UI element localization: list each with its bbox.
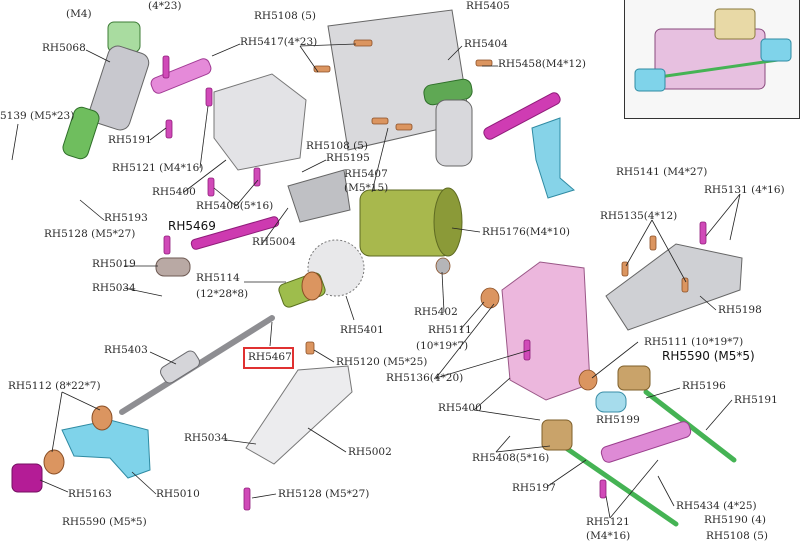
steering-knuckle-top xyxy=(531,117,576,199)
rod-green-a xyxy=(563,445,679,527)
assembled-view-drawing xyxy=(634,8,792,92)
highlight-box xyxy=(243,347,294,369)
bearing-rh5112-a xyxy=(91,405,113,431)
label-rh5408-bot: RH5408(5*16) xyxy=(472,452,550,464)
label-rh5108-bot: RH5108 (5) xyxy=(706,530,768,542)
label-rh5121-bot: RH5121 xyxy=(586,516,630,528)
label-rh5121-top: RH5121 (M4*16) xyxy=(112,162,204,174)
label-rh5404: RH5404 xyxy=(464,38,508,50)
label-rh5400-top: RH5400 xyxy=(152,186,196,198)
lower-link-arm xyxy=(600,421,692,463)
screws-orange xyxy=(305,39,689,391)
hex-hub xyxy=(11,463,43,493)
label-rh5141: RH5141 (M4*27) xyxy=(616,166,708,178)
upper-link-arm xyxy=(150,58,212,94)
label-rh5114: RH5114 xyxy=(196,272,240,284)
label-rh5590-bot: RH5590 (M5*5) xyxy=(62,516,147,528)
label-rh5019: RH5019 xyxy=(92,258,136,270)
label-rh5108-mid: RH5108 (5) xyxy=(306,140,368,152)
label-rh5195: RH5195 xyxy=(326,152,370,164)
label-rh5400-bot: RH5400 xyxy=(438,402,482,414)
label-4x23: (4*23) xyxy=(148,0,182,12)
label-rh5136: RH5136(4*20) xyxy=(386,372,464,384)
label-rh5407: RH5407 xyxy=(344,168,388,180)
label-rh5434: RH5434 (4*25) xyxy=(676,500,757,512)
label-rh5197: RH5197 xyxy=(512,482,556,494)
label-rh5034-top: RH5034 xyxy=(92,282,136,294)
label-rh5108-top: RH5108 (5) xyxy=(254,10,316,22)
shock-absorber-left xyxy=(62,21,150,160)
gearbox-housing-pink xyxy=(501,261,591,401)
label-rh5128-top: RH5128 (M5*27) xyxy=(44,228,136,240)
label-rh5004: RH5004 xyxy=(252,236,296,248)
label-rh5403: RH5403 xyxy=(104,344,148,356)
label-rh5458: RH5458(M4*12) xyxy=(498,58,587,70)
label-rh5111-left: RH5111 xyxy=(428,324,472,336)
label-rh5190: RH5190 (4) xyxy=(704,514,766,526)
label-rh5128-bot: RH5128 (M5*27) xyxy=(278,488,370,500)
label-rh5199: RH5199 xyxy=(596,414,640,426)
label-rh5176: RH5176(M4*10) xyxy=(482,226,571,238)
label-rh5191-top: RH5191 xyxy=(108,134,152,146)
label-m4: (M4) xyxy=(66,8,92,20)
rod-end xyxy=(155,257,191,277)
label-rh5163: RH5163 xyxy=(68,488,112,500)
label-rh5112: RH5112 (8*22*7) xyxy=(8,380,101,392)
bearing-rh5114 xyxy=(301,271,323,301)
rod-green-b xyxy=(643,389,737,463)
label-rh5590-right: RH5590 (M5*5) xyxy=(662,349,755,363)
label-rh5402: RH5402 xyxy=(414,306,458,318)
label-rh5114-size: (12*28*8) xyxy=(196,288,249,300)
shock-mount-bracket xyxy=(287,169,351,223)
label-rh5034-bot: RH5034 xyxy=(184,432,228,444)
part-rh5199 xyxy=(595,391,627,413)
label-rh5417: RH5417(4*23) xyxy=(240,36,318,48)
label-rh5467: RH5467 xyxy=(248,351,292,363)
lower-arm-center xyxy=(245,365,353,465)
label-rh5131: RH5131 (4*16) xyxy=(704,184,785,196)
skid-plate xyxy=(605,243,743,331)
label-rh5111-left-size: (10*19*7) xyxy=(416,340,469,352)
label-rh5401: RH5401 xyxy=(340,324,384,336)
bearing-rh5112-b xyxy=(43,449,65,475)
label-rh5198: RH5198 xyxy=(718,304,762,316)
shock-spring-center xyxy=(435,99,473,167)
label-rh5193: RH5193 xyxy=(104,212,148,224)
label-rh5407-size: (M5*15) xyxy=(344,182,389,194)
differential-end-cap xyxy=(433,187,463,257)
label-rh5191-right: RH5191 xyxy=(734,394,778,406)
label-rh5405: RH5405 xyxy=(466,0,510,12)
label-rh5408-top: RH5408(5*16) xyxy=(196,200,274,212)
spacer-rh5590 xyxy=(617,365,651,391)
drive-shaft-joint xyxy=(160,350,200,384)
label-rh5469: RH5469 xyxy=(168,219,216,233)
steering-link-top xyxy=(483,92,561,140)
label-rh5002: RH5002 xyxy=(348,446,392,458)
label-rh5068: RH5068 xyxy=(42,42,86,54)
gearbox-housing-top xyxy=(213,73,307,171)
label-rh5135: RH5135(4*12) xyxy=(600,210,678,222)
label-rh5139: 5139 (M5*23) xyxy=(0,110,75,122)
assembled-view-inset xyxy=(624,0,800,119)
spacer-brown xyxy=(541,419,573,451)
label-rh5111-right: RH5111 (10*19*7) xyxy=(644,336,744,348)
label-rh5120: RH5120 (M5*25) xyxy=(336,356,428,368)
label-rh5010: RH5010 xyxy=(156,488,200,500)
label-rh5196: RH5196 xyxy=(682,380,726,392)
label-rh5121-bot-size: (M4*16) xyxy=(586,530,631,542)
